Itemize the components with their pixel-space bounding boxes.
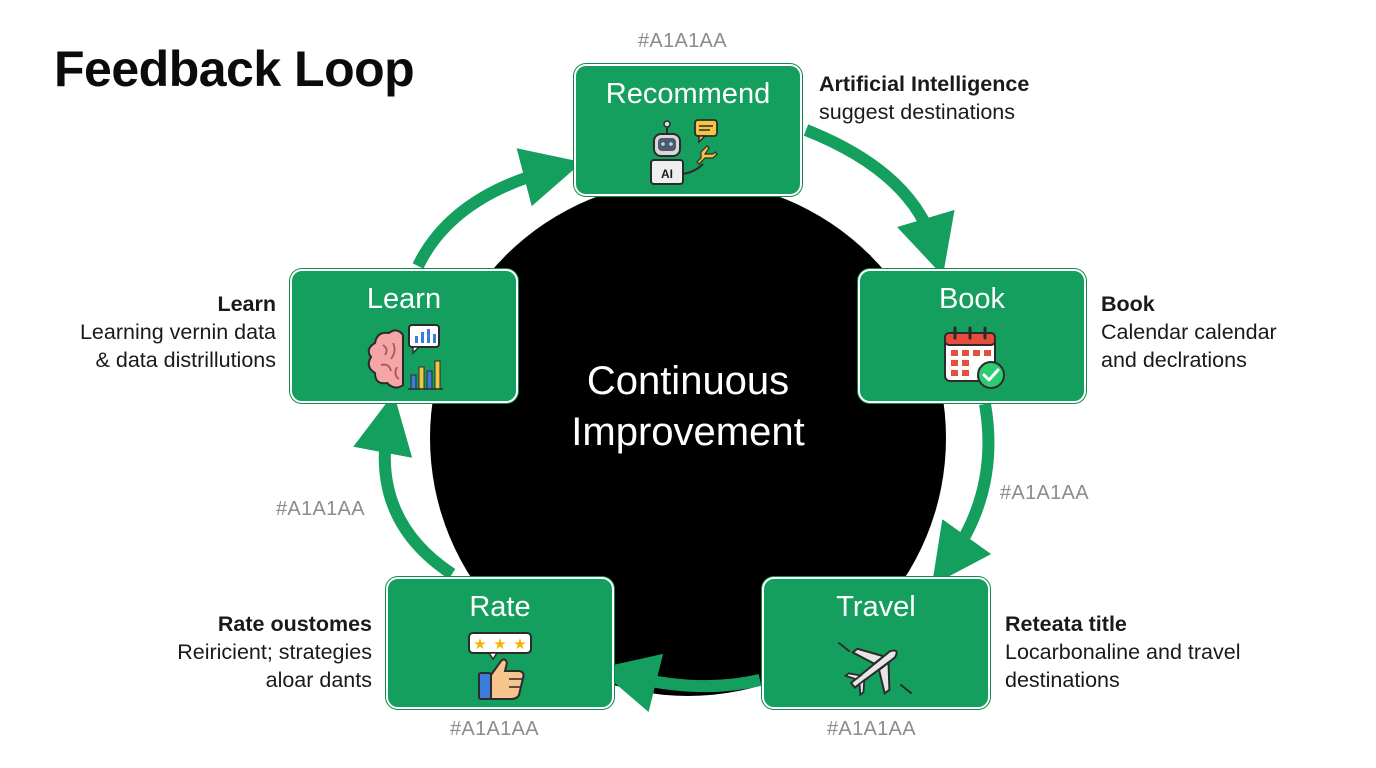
desc-recommend-line1: suggest destinations — [819, 100, 1016, 124]
svg-text:★: ★ — [513, 635, 526, 653]
arrow-label-bottom-left: #A1A1AA — [450, 718, 539, 740]
svg-text:★: ★ — [473, 635, 486, 653]
center-label-line1: Continuous — [586, 359, 790, 403]
stage-card-travel[interactable]: Travel — [762, 577, 990, 709]
stage-title-recommend: Recommend — [605, 78, 771, 110]
stage-title-book: Book — [938, 283, 1006, 315]
arrow-label-bottom-right: #A1A1AA — [827, 718, 916, 740]
airplane-icon — [825, 631, 925, 701]
stage-title-travel: Travel — [836, 591, 916, 623]
desc-learn-line1: Learning vernin data — [79, 320, 276, 344]
desc-book-line2: and declrations — [1101, 348, 1247, 372]
stage-card-learn[interactable]: Learn — [290, 269, 518, 403]
desc-recommend-heading: Artificial Intelligence — [819, 72, 1030, 96]
center-label-line2: Improvement — [571, 410, 805, 454]
desc-book: Book Calendar calendar and declrations — [1101, 290, 1277, 374]
desc-rate-line2: aloar dants — [265, 668, 372, 692]
desc-rate: Rate oustomes Reiricient; strategies alo… — [120, 610, 372, 694]
page-title: Feedback Loop — [54, 41, 415, 97]
arrow-rate-to-learn — [353, 393, 456, 580]
thumbs-up-rating-icon: ★ ★ ★ — [449, 631, 549, 701]
desc-learn: Learn Learning vernin data & data distri… — [24, 290, 276, 374]
desc-book-line1: Calendar calendar — [1101, 320, 1277, 344]
arrow-recommend-to-book — [803, 124, 955, 276]
desc-book-heading: Book — [1101, 292, 1155, 316]
stage-title-learn: Learn — [366, 283, 442, 315]
desc-recommend: Artificial Intelligence suggest destinat… — [819, 70, 1029, 126]
desc-rate-heading: Rate oustomes — [217, 612, 372, 636]
center-circle — [430, 180, 946, 696]
arrow-label-top: #A1A1AA — [638, 30, 727, 52]
stage-card-recommend[interactable]: Recommend AI — [574, 64, 802, 196]
ai-badge-text: AI — [661, 167, 673, 181]
stage-title-rate: Rate — [469, 591, 531, 623]
desc-travel-heading: Reteata title — [1005, 612, 1127, 636]
stage-card-rate[interactable]: Rate ★ ★ ★ — [386, 577, 614, 709]
desc-learn-heading: Learn — [217, 292, 276, 316]
arrow-learn-to-recommend — [412, 148, 583, 269]
desc-rate-line1: Reiricient; strategies — [177, 640, 372, 664]
arrow-travel-to-rate — [597, 653, 762, 713]
desc-travel-line1: Locarbonaline and travel — [1005, 640, 1241, 664]
desc-travel-line2: destinations — [1005, 668, 1120, 692]
desc-travel: Reteata title Locarbonaline and travel d… — [1005, 610, 1240, 694]
stage-card-book[interactable]: Book — [858, 269, 1086, 403]
center-label: Continuous Improvement — [488, 356, 888, 458]
svg-text:★: ★ — [493, 635, 506, 653]
arrow-book-to-travel — [931, 402, 995, 586]
desc-learn-line2: & data distrillutions — [95, 348, 276, 372]
ai-robot-icon: AI — [637, 118, 737, 188]
brain-chart-icon — [353, 323, 453, 393]
arrow-label-right: #A1A1AA — [1000, 482, 1089, 504]
calendar-check-icon — [921, 323, 1021, 393]
arrow-label-left: #A1A1AA — [276, 498, 365, 520]
